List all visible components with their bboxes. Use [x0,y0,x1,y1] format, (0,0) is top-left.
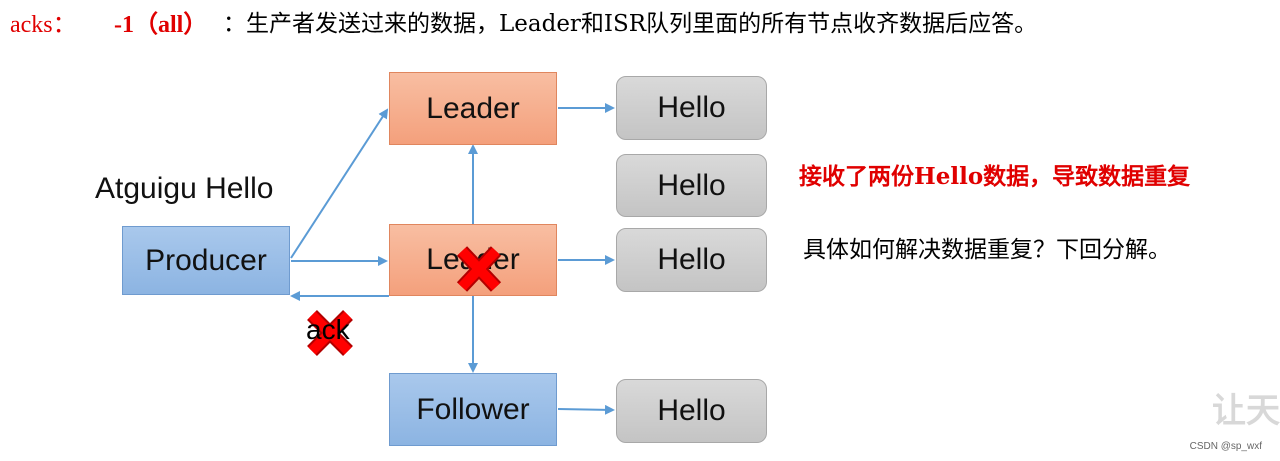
hello-box: Hello [616,228,767,292]
hello-label: Hello [657,168,726,202]
leader-top-box: Leader [389,72,557,145]
producer-label: Producer [145,243,267,277]
acks-label: acks： [10,12,77,38]
message-label: Atguigu Hello [95,172,274,205]
hello-label: Hello [657,394,726,427]
hello-label: Hello [657,91,726,124]
hello-box: Hello [616,154,767,217]
leader-failure-cross-icon [456,246,502,292]
hello-box: Hello [616,379,767,443]
question-note: 具体如何解决数据重复？下回分解。 [803,237,1171,263]
leader-top-label: Leader [426,91,520,125]
acks-description: ：生产者发送过来的数据，Leader和ISR队列里面的所有节点收齐数据后应答。 [223,11,1038,37]
arrow-producer-to-leader-top [290,108,389,259]
csdn-watermark: CSDN @sp_wxf [1189,441,1262,452]
duplicate-note: 接收了两份Hello数据，导致数据重复 [799,163,1191,190]
arrow-follower-to-hello [557,404,615,415]
faint-background-text: 让天 [1212,391,1280,431]
ack-failure-cross-icon [307,310,353,356]
follower-label: Follower [416,392,530,426]
producer-box: Producer [122,226,290,295]
ack-label: ack [306,314,350,345]
hello-box: Hello [616,76,767,140]
acks-value: -1（all） [114,12,208,38]
follower-box: Follower [389,373,557,446]
hello-label: Hello [657,243,726,276]
